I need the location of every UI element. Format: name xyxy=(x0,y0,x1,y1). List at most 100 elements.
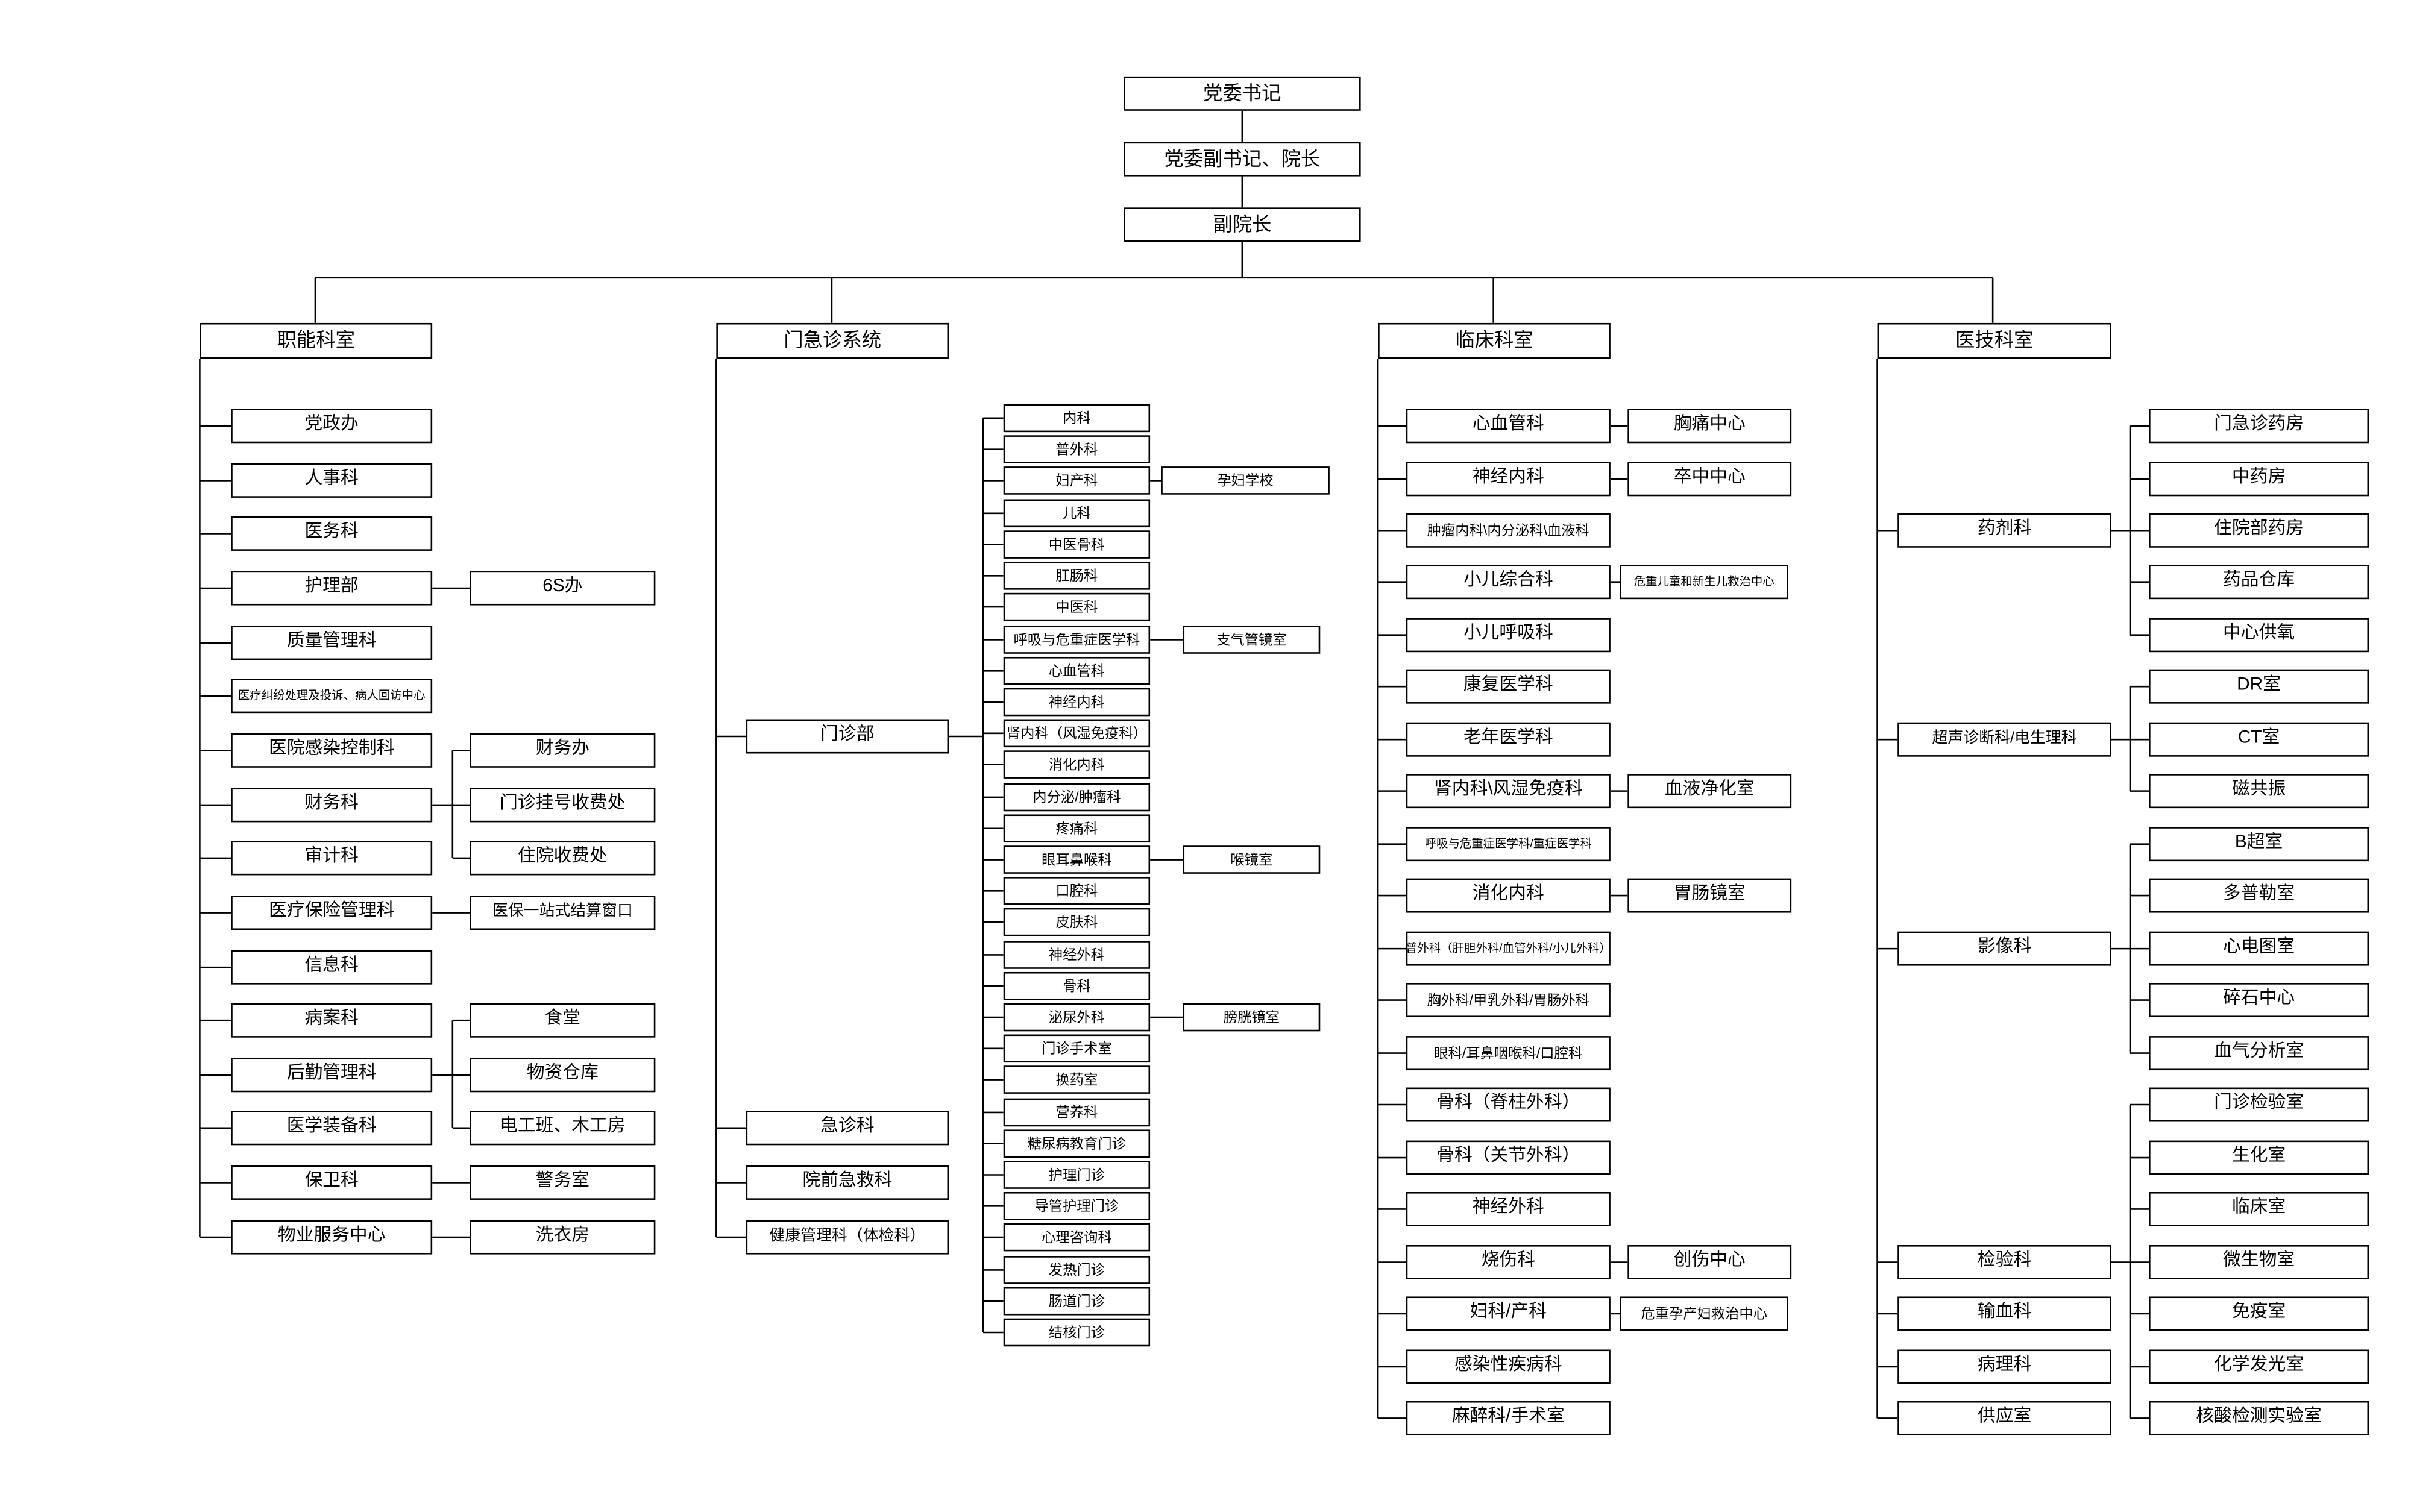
functional-dept-node: 医务科 xyxy=(231,516,433,551)
clinical-dept-node: 烧伤科 xyxy=(1406,1245,1611,1279)
clinic-node: 口腔科 xyxy=(1003,877,1151,905)
medtech-sub-node: 门急诊药房 xyxy=(2149,409,2369,444)
medtech-sub-node: DR室 xyxy=(2149,669,2369,704)
medtech-sub-node: 药品仓库 xyxy=(2149,565,2369,600)
clinical-dept-node: 小儿呼吸科 xyxy=(1406,618,1611,653)
clinic-node: 神经外科 xyxy=(1003,941,1151,969)
clinical-dept-node: 感染性疾病科 xyxy=(1406,1349,1611,1384)
clinical-dept-node: 神经内科 xyxy=(1406,462,1611,497)
medtech-dept-node: 影像科 xyxy=(1897,931,2111,966)
medtech-dept-node: 病理科 xyxy=(1897,1349,2111,1384)
clinical-dept-node: 胸外科/甲乳外科/胃肠外科 xyxy=(1406,983,1611,1018)
clinic-sub-node: 喉镜室 xyxy=(1183,845,1321,874)
medtech-sub-node: 心电图室 xyxy=(2149,931,2369,966)
functional-sub-node: 洗衣房 xyxy=(470,1220,656,1255)
branch-outpatient-emergency: 门急诊系统 xyxy=(716,322,949,359)
clinical-dept-node: 骨科（脊柱外科） xyxy=(1406,1087,1611,1122)
functional-sub-node: 门诊挂号收费处 xyxy=(470,788,656,823)
clinic-node: 消化内科 xyxy=(1003,750,1151,779)
medtech-sub-node: 碎石中心 xyxy=(2149,983,2369,1018)
clinic-node: 呼吸与危重症医学科 xyxy=(1003,626,1151,654)
clinic-node: 疼痛科 xyxy=(1003,814,1151,843)
clinical-dept-node: 神经外科 xyxy=(1406,1191,1611,1226)
medtech-sub-node: 磁共振 xyxy=(2149,774,2369,809)
clinic-sub-node: 孕妇学校 xyxy=(1161,466,1330,495)
clinic-node: 发热门诊 xyxy=(1003,1256,1151,1284)
clinic-node: 换药室 xyxy=(1003,1065,1151,1094)
clinical-dept-node: 妇科/产科 xyxy=(1406,1296,1611,1331)
functional-dept-node: 审计科 xyxy=(231,841,433,876)
clinical-sub-node: 卒中中心 xyxy=(1627,462,1792,497)
medtech-sub-node: 多普勒室 xyxy=(2149,878,2369,913)
clinic-sub-node: 膀胱镜室 xyxy=(1183,1003,1321,1032)
outpatient-node: 急诊科 xyxy=(746,1111,949,1146)
clinic-node: 结核门诊 xyxy=(1003,1318,1151,1347)
clinical-dept-node: 麻醉科/手术室 xyxy=(1406,1401,1611,1435)
clinic-node: 泌尿外科 xyxy=(1003,1003,1151,1032)
clinic-node: 肠道门诊 xyxy=(1003,1287,1151,1316)
medtech-sub-node: 免疫室 xyxy=(2149,1296,2369,1331)
functional-sub-node: 财务办 xyxy=(470,733,656,768)
functional-dept-node: 后勤管理科 xyxy=(231,1058,433,1093)
outpatient-node: 健康管理科（体检科） xyxy=(746,1220,949,1255)
clinic-node: 神经内科 xyxy=(1003,688,1151,717)
clinical-sub-node: 创伤中心 xyxy=(1627,1245,1792,1279)
functional-dept-node: 医院感染控制科 xyxy=(231,733,433,768)
medtech-sub-node: 微生物室 xyxy=(2149,1245,2369,1279)
clinic-node: 眼耳鼻喉科 xyxy=(1003,845,1151,874)
clinical-sub-node: 胃肠镜室 xyxy=(1627,878,1792,913)
clinic-node: 心血管科 xyxy=(1003,656,1151,685)
clinic-node: 肾内科（风湿免疫科） xyxy=(1003,719,1151,748)
clinical-dept-node: 康复医学科 xyxy=(1406,669,1611,704)
clinic-node: 门诊手术室 xyxy=(1003,1034,1151,1063)
clinical-sub-node: 危重孕产妇救治中心 xyxy=(1620,1296,1788,1331)
clinical-dept-node: 消化内科 xyxy=(1406,878,1611,913)
clinical-dept-node: 肾内科\风湿免疫科 xyxy=(1406,774,1611,809)
clinic-node: 妇产科 xyxy=(1003,466,1151,495)
functional-sub-node: 食堂 xyxy=(470,1003,656,1038)
branch-clinical-depts: 临床科室 xyxy=(1378,322,1611,359)
functional-dept-node: 医学装备科 xyxy=(231,1111,433,1146)
medtech-sub-node: 临床室 xyxy=(2149,1191,2369,1226)
medtech-sub-node: 中药房 xyxy=(2149,462,2369,497)
clinic-node: 营养科 xyxy=(1003,1098,1151,1127)
clinical-sub-node: 危重儿童和新生儿救治中心 xyxy=(1620,565,1788,600)
clinic-node: 骨科 xyxy=(1003,971,1151,1000)
clinical-dept-node: 心血管科 xyxy=(1406,409,1611,444)
medtech-sub-node: CT室 xyxy=(2149,722,2369,757)
clinic-node: 儿科 xyxy=(1003,499,1151,528)
node-vice-president: 副院长 xyxy=(1124,207,1361,242)
clinical-sub-node: 胸痛中心 xyxy=(1627,409,1792,444)
medtech-sub-node: 血气分析室 xyxy=(2149,1036,2369,1071)
branch-functional-depts: 职能科室 xyxy=(200,322,433,359)
medtech-dept-node: 超声诊断科/电生理科 xyxy=(1897,722,2111,757)
medtech-dept-node: 供应室 xyxy=(1897,1401,2111,1435)
functional-sub-node: 物资仓库 xyxy=(470,1058,656,1093)
medtech-sub-node: 生化室 xyxy=(2149,1140,2369,1175)
clinic-node: 中医骨科 xyxy=(1003,530,1151,559)
clinic-node: 护理门诊 xyxy=(1003,1161,1151,1189)
medtech-dept-node: 检验科 xyxy=(1897,1245,2111,1279)
clinic-node: 糖尿病教育门诊 xyxy=(1003,1129,1151,1158)
functional-dept-node: 医疗纠纷处理及投诉、病人回访中心 xyxy=(231,679,433,714)
medtech-sub-node: 门诊检验室 xyxy=(2149,1087,2369,1122)
functional-dept-node: 质量管理科 xyxy=(231,626,433,660)
node-deputy-secretary-president: 党委副书记、院长 xyxy=(1124,142,1361,177)
clinic-node: 导管护理门诊 xyxy=(1003,1191,1151,1220)
outpatient-node: 院前急救科 xyxy=(746,1165,949,1200)
clinical-dept-node: 眼科/耳鼻咽喉科/口腔科 xyxy=(1406,1036,1611,1071)
medtech-sub-node: 化学发光室 xyxy=(2149,1349,2369,1384)
functional-sub-node: 6S办 xyxy=(470,571,656,606)
clinical-dept-node: 普外科（肝胆外科/血管外科/小儿外科） xyxy=(1406,931,1611,966)
functional-sub-node: 电工班、木工房 xyxy=(470,1111,656,1146)
clinic-node: 普外科 xyxy=(1003,435,1151,463)
medtech-dept-node: 输血科 xyxy=(1897,1296,2111,1331)
medtech-sub-node: 核酸检测实验室 xyxy=(2149,1401,2369,1435)
functional-dept-node: 党政办 xyxy=(231,409,433,444)
functional-dept-node: 病案科 xyxy=(231,1003,433,1038)
clinic-node: 内分泌/肿瘤科 xyxy=(1003,783,1151,812)
medtech-dept-node: 药剂科 xyxy=(1897,513,2111,548)
functional-dept-node: 医疗保险管理科 xyxy=(231,896,433,930)
outpatient-node: 门诊部 xyxy=(746,719,949,754)
